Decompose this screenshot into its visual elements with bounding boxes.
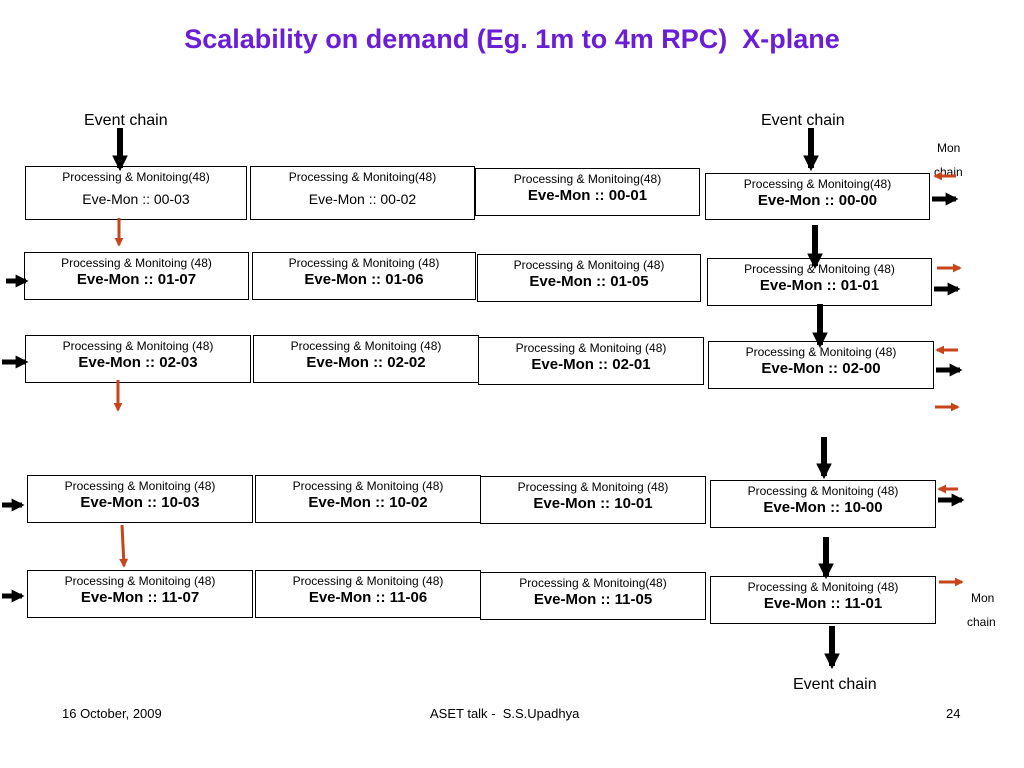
mon-chain-label-top-mon: Mon <box>937 141 961 155</box>
node-id: Eve-Mon :: 10-01 <box>533 495 653 512</box>
footer-talk: ASET talk - S.S.Upadhya <box>430 706 580 721</box>
node-01-06: Processing & Monitoing (48) Eve-Mon :: 0… <box>252 252 476 300</box>
node-header: Processing & Monitoing (48) <box>513 258 665 272</box>
node-id: Eve-Mon :: 10-02 <box>308 494 428 511</box>
node-11-06: Processing & Monitoing (48) Eve-Mon :: 1… <box>255 570 481 618</box>
node-id: Eve-Mon :: 00-02 <box>308 191 417 207</box>
node-id: Eve-Mon :: 10-03 <box>80 494 200 511</box>
node-id: Eve-Mon :: 01-01 <box>759 277 880 294</box>
node-header: Processing & Monitoing (48) <box>747 484 899 498</box>
mon-chain-label-bottom-chain: chain <box>967 615 996 629</box>
mon-arrow-left-10-11 <box>119 524 129 568</box>
node-header: Processing & Monitoing (48) <box>64 574 216 588</box>
node-id: Eve-Mon :: 00-00 <box>757 192 878 209</box>
node-11-05: Processing & Monitoing(48) Eve-Mon :: 11… <box>480 572 706 620</box>
node-10-01: Processing & Monitoing (48) Eve-Mon :: 1… <box>480 476 706 524</box>
node-id: Eve-Mon :: 11-01 <box>763 595 883 612</box>
node-id: Eve-Mon :: 10-00 <box>763 499 883 516</box>
node-00-02: Processing & Monitoing(48) Eve-Mon :: 00… <box>250 166 475 220</box>
node-id: Eve-Mon :: 02-00 <box>761 360 881 377</box>
node-10-03: Processing & Monitoing (48) Eve-Mon :: 1… <box>27 475 253 523</box>
node-id: Eve-Mon :: 02-03 <box>78 354 198 371</box>
node-header: Processing & Monitoing (48) <box>517 480 669 494</box>
event-chain-label-left: Event chain <box>84 112 168 129</box>
event-chain-label-bottom: Event chain <box>793 676 877 693</box>
node-id: Eve-Mon :: 01-05 <box>529 273 649 290</box>
node-id: Eve-Mon :: 02-01 <box>531 356 651 373</box>
node-id: Eve-Mon :: 00-03 <box>82 191 190 207</box>
event-chain-label-right: Event chain <box>761 112 845 129</box>
node-header: Processing & Monitoing (48) <box>745 345 897 359</box>
node-00-00: Processing & Monitoing(48) Eve-Mon :: 00… <box>705 173 930 220</box>
node-header: Processing & Monitoing (48) <box>292 479 444 493</box>
node-header: Processing & Monitoing(48) <box>519 576 667 590</box>
node-header: Processing & Monitoing(48) <box>288 170 437 184</box>
node-01-05: Processing & Monitoing (48) Eve-Mon :: 0… <box>477 254 701 302</box>
node-id: Eve-Mon :: 11-06 <box>308 589 428 606</box>
node-header: Processing & Monitoing(48) <box>743 177 892 191</box>
node-11-07: Processing & Monitoing (48) Eve-Mon :: 1… <box>27 570 253 618</box>
node-id: Eve-Mon :: 01-07 <box>76 271 197 288</box>
node-id: Eve-Mon :: 11-07 <box>80 589 200 606</box>
node-header: Processing & Monitoing (48) <box>515 341 667 355</box>
footer-date: 16 October, 2009 <box>62 706 162 721</box>
node-id: Eve-Mon :: 00-01 <box>527 187 648 204</box>
node-02-01: Processing & Monitoing (48) Eve-Mon :: 0… <box>478 337 704 385</box>
node-02-02: Processing & Monitoing (48) Eve-Mon :: 0… <box>253 335 479 383</box>
node-header: Processing & Monitoing (48) <box>290 339 442 353</box>
mon-chain-label-bottom-mon: Mon <box>971 591 995 605</box>
node-id: Eve-Mon :: 01-06 <box>304 271 424 288</box>
node-id: Eve-Mon :: 02-02 <box>306 354 426 371</box>
node-10-00: Processing & Monitoing (48) Eve-Mon :: 1… <box>710 480 936 528</box>
node-02-03: Processing & Monitoing (48) Eve-Mon :: 0… <box>25 335 251 383</box>
node-header: Processing & Monitoing (48) <box>62 339 214 353</box>
node-header: Processing & Monitoing(48) <box>513 172 662 186</box>
node-10-02: Processing & Monitoing (48) Eve-Mon :: 1… <box>255 475 481 523</box>
node-header: Processing & Monitoing (48) <box>292 574 444 588</box>
footer-page-number: 24 <box>946 706 961 721</box>
node-00-01: Processing & Monitoing(48) Eve-Mon :: 00… <box>475 168 700 216</box>
slide-title: Scalability on demand (Eg. 1m to 4m RPC)… <box>184 24 840 54</box>
node-header: Processing & Monitoing(48) <box>62 170 210 184</box>
node-header: Processing & Monitoing (48) <box>64 479 216 493</box>
node-header: Processing & Monitoing (48) <box>61 256 212 270</box>
node-00-03: Processing & Monitoing(48) Eve-Mon :: 00… <box>25 166 247 220</box>
node-id: Eve-Mon :: 11-05 <box>533 591 653 608</box>
node-header: Processing & Monitoing (48) <box>288 256 440 270</box>
node-header: Processing & Monitoing (48) <box>747 580 899 594</box>
node-02-00: Processing & Monitoing (48) Eve-Mon :: 0… <box>708 341 934 389</box>
node-01-07: Processing & Monitoing (48) Eve-Mon :: 0… <box>24 252 249 300</box>
